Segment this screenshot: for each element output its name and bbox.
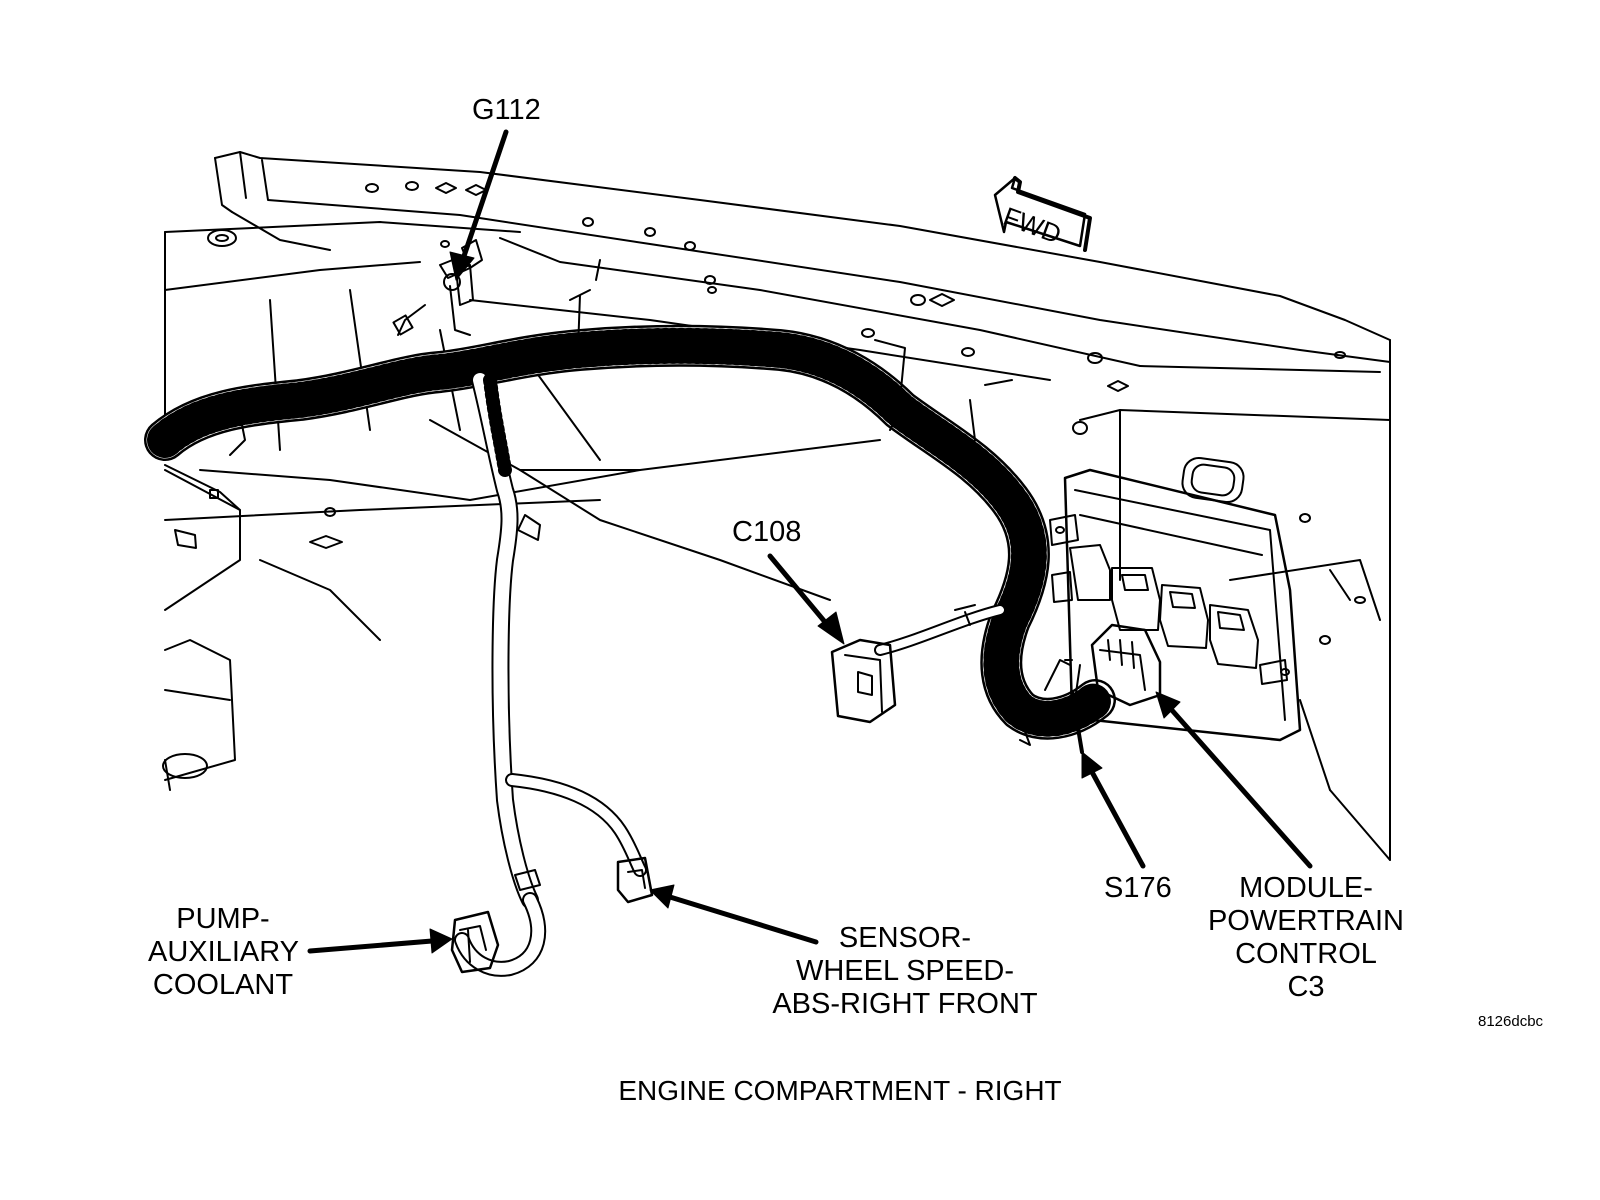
module-label-line2: POWERTRAIN	[1207, 905, 1405, 937]
wheel-speed-sensor-connector	[616, 856, 654, 904]
body-structure	[162, 151, 1391, 861]
aux-coolant-pump-connector	[450, 910, 500, 974]
module-label-line4: C3	[1287, 971, 1325, 1003]
pump-label-line1: PUMP-	[176, 903, 270, 935]
module-label: MODULE- POWERTRAIN CONTROL C3	[1206, 872, 1406, 1004]
sensor-label-line2: WHEEL SPEED-	[795, 955, 1015, 987]
sensor-label-line3: ABS-RIGHT FRONT	[772, 988, 1038, 1020]
s176-label: S176	[1104, 872, 1172, 904]
module-label-line3: CONTROL	[1235, 938, 1377, 970]
pump-label-line3: COOLANT	[152, 969, 294, 1001]
sensor-label: SENSOR- WHEEL SPEED- ABS-RIGHT FRONT	[770, 922, 1040, 1021]
s176-splice	[1070, 690, 1084, 754]
powertrain-control-module	[1049, 468, 1302, 742]
c108-connector	[830, 638, 897, 724]
leader-arrows	[307, 129, 1313, 954]
module-label-line1: MODULE-	[1239, 872, 1373, 904]
caption: ENGINE COMPARTMENT - RIGHT	[618, 1075, 1062, 1106]
figure-id: 8126dcbc	[1478, 1013, 1544, 1030]
pump-label: PUMP- AUXILIARY COOLANT	[148, 903, 299, 1002]
harness	[144, 254, 1116, 977]
pump-label-line2: AUXILIARY	[148, 936, 299, 968]
sensor-label-line1: SENSOR-	[838, 922, 972, 954]
pcm-c3-connector	[1064, 623, 1162, 707]
fwd-arrow	[993, 176, 1092, 252]
g112-label: G112	[472, 94, 541, 126]
c108-label: C108	[732, 516, 802, 548]
